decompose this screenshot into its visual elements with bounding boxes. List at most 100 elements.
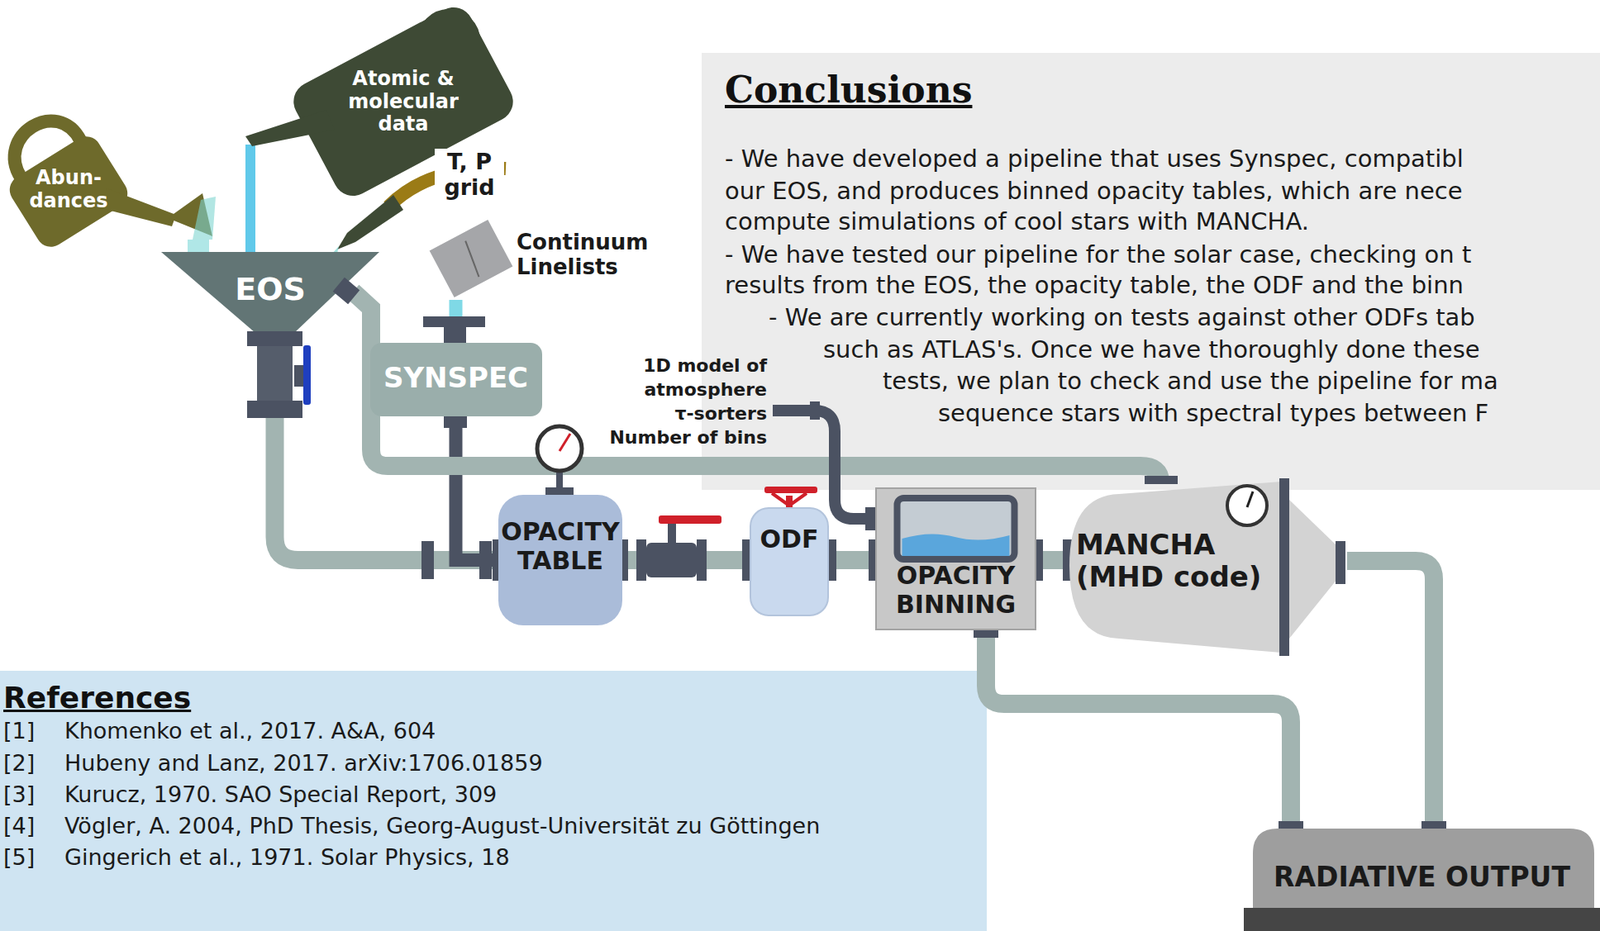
odf-handwheel xyxy=(764,486,818,509)
input-label: τ-sorters xyxy=(597,401,767,426)
outlet-fittings xyxy=(1144,476,1178,485)
node-text: EOS xyxy=(161,271,380,309)
pipe xyxy=(1347,561,1434,829)
binning-box: OPACITY BINNING xyxy=(875,487,1037,631)
watering-can: Atomic & molecular data xyxy=(243,4,484,145)
conclusion-line: - We have tested our pipeline for the so… xyxy=(724,241,1472,269)
conclusion-line: results from the EOS, the opacity table,… xyxy=(724,271,1464,300)
conclusion-line: - We are currently working on tests agai… xyxy=(768,304,1476,332)
flanges xyxy=(696,539,707,581)
node-text: Abun- dances xyxy=(27,166,110,213)
pour-stream xyxy=(245,144,256,256)
node-text: OPACITY TABLE xyxy=(498,518,623,576)
watering-can-shape xyxy=(245,109,335,147)
eos-funnel-shape xyxy=(161,252,380,334)
watering-can-shape xyxy=(286,0,520,203)
binning-box-shape xyxy=(876,488,1036,630)
model-input-pipe xyxy=(865,507,876,531)
eos-funnel-shape xyxy=(257,346,293,403)
table-gauge xyxy=(545,487,574,496)
node-text: Continuum Linelists xyxy=(516,230,666,281)
watering-can-shape xyxy=(286,0,520,203)
reference-number: [3] xyxy=(3,781,35,808)
watering-can-shape xyxy=(0,101,134,253)
conclusion-line: compute simulations of cool stars with M… xyxy=(724,208,1310,236)
eos-funnel-shape xyxy=(333,277,361,305)
table-gauge xyxy=(537,426,582,472)
odf-tank-shape xyxy=(750,508,829,616)
panel-title: Conclusions xyxy=(724,69,972,112)
linelist-box: Continuum Linelists xyxy=(442,210,670,300)
eos-valve xyxy=(294,365,305,387)
pipe xyxy=(456,416,500,561)
mancha-code-shape xyxy=(1335,541,1346,585)
panel-title: References xyxy=(3,680,191,715)
mancha-code: MANCHA (MHD code) xyxy=(1069,481,1348,653)
reference-number: [1] xyxy=(3,718,35,744)
radiative-output: RADIATIVE OUTPUT xyxy=(1243,828,1600,931)
conclusion-line: such as ATLAS's. Once we have thoroughly… xyxy=(823,336,1481,364)
references-panel: References[1]Khomenko et al., 2017. A&A,… xyxy=(0,671,987,931)
node-text: SYNSPEC xyxy=(370,361,543,395)
watering-can-shape xyxy=(100,188,177,227)
odf-tank-shape xyxy=(749,507,829,617)
input-label: Number of bins xyxy=(597,425,767,450)
red-valve xyxy=(646,515,722,578)
mancha-code-shape xyxy=(1289,500,1338,639)
eos-valve xyxy=(303,345,311,405)
synspec-box: SYNSPEC xyxy=(370,342,543,417)
odf-handwheel xyxy=(764,486,818,494)
synspec-fittings xyxy=(443,327,467,343)
binning-box-shape xyxy=(897,498,1015,560)
synspec-fittings xyxy=(421,541,434,580)
tp-hose xyxy=(337,195,404,250)
outlet-fittings xyxy=(1278,821,1304,830)
mancha-code-shape xyxy=(1247,491,1253,508)
reference-number: [2] xyxy=(3,750,35,777)
binning-box-shape xyxy=(902,533,1010,557)
synspec-fittings xyxy=(423,316,486,328)
conclusion-line: sequence stars with spectral types betwe… xyxy=(938,400,1489,428)
conclusion-line: - We have developed a pipeline that uses… xyxy=(724,145,1464,173)
reference-entry: Hubeny and Lanz, 2017. arXiv:1706.01859 xyxy=(64,750,543,777)
opacity-table-tank: OPACITY TABLE xyxy=(498,495,623,626)
linelist-box-shape xyxy=(461,241,484,277)
reference-entry: Vögler, A. 2004, PhD Thesis, Georg-Augus… xyxy=(64,813,820,839)
node-text: Atomic & molecular data xyxy=(342,67,464,137)
odf-tank: ODF xyxy=(749,507,829,617)
opacity-table-tank-shape xyxy=(498,495,623,626)
synspec-box-shape xyxy=(370,342,543,417)
synspec-fittings xyxy=(443,416,467,429)
linelist-box-shape xyxy=(429,219,514,298)
node-text: MANCHA (MHD code) xyxy=(1076,528,1271,594)
table-gauge xyxy=(559,433,571,452)
reference-number: [4] xyxy=(3,813,35,839)
pipe xyxy=(985,630,1291,829)
outlet-fittings xyxy=(1421,821,1447,830)
conclusion-line: our EOS, and produces binned opacity tab… xyxy=(724,177,1463,205)
watering-can: Abun- dances xyxy=(4,107,215,240)
synspec-fittings xyxy=(479,541,492,580)
conclusion-line: tests, we plan to check and use the pipe… xyxy=(882,367,1499,396)
node-text: ODF xyxy=(749,525,829,555)
eos-funnel-shape xyxy=(247,400,303,419)
mancha-code-shape xyxy=(1279,478,1290,657)
model-input-pipe xyxy=(809,401,820,420)
reference-entry: Gingerich et al., 1971. Solar Physics, 1… xyxy=(64,844,510,871)
references-ground xyxy=(0,671,987,931)
flanges xyxy=(636,539,647,581)
pipe xyxy=(275,418,500,561)
eos-valve xyxy=(294,345,311,405)
red-valve xyxy=(646,542,697,578)
node-text: OPACITY BINNING xyxy=(875,561,1037,620)
conclusions-panel: Conclusions - We have developed a pipelin… xyxy=(701,52,1600,491)
table-gauge xyxy=(537,426,582,496)
input-label: T, P grid xyxy=(434,148,505,200)
linelist-box-shape xyxy=(429,219,514,298)
reference-entry: Kurucz, 1970. SAO Special Report, 309 xyxy=(64,781,497,808)
odf-handwheel xyxy=(785,495,793,509)
watering-can-shape xyxy=(192,196,216,240)
reference-number: [5] xyxy=(3,844,35,871)
node-text: RADIATIVE OUTPUT xyxy=(1243,861,1600,894)
